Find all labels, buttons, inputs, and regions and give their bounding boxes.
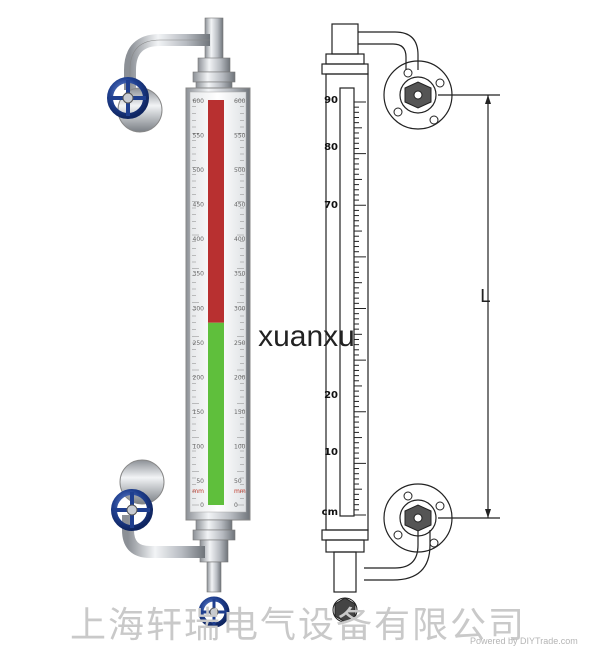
scale-label: 150 — [193, 409, 205, 416]
scale-label: 500 — [234, 167, 246, 174]
scale-label: 450 — [234, 202, 246, 209]
scale-label: 250 — [234, 340, 246, 347]
scale-label: 550 — [234, 133, 246, 140]
watermark-text: xuanxu — [258, 320, 355, 353]
scale-label: 50 — [234, 478, 242, 485]
scale-ticks — [192, 99, 244, 506]
scale-label: 150 — [234, 409, 246, 416]
green-column — [208, 322, 224, 505]
scale-label: 200 — [234, 374, 246, 381]
scale-label: 500 — [193, 167, 205, 174]
dimension-arrow-top — [485, 95, 491, 104]
bottom-flange-valve-icon — [393, 491, 445, 548]
left-scale-labels: 600 550 500 450 400 350 300 250 200 150 100 50 mm 0 — [192, 98, 204, 509]
drawing-scale-ticks — [354, 101, 366, 516]
scale-label: 250 — [193, 340, 205, 347]
drawing-scale-labels: 90 80 70 20 10 cm — [322, 95, 338, 518]
drawing-scale-label: cm — [322, 507, 338, 518]
dimension-arrow-bottom — [485, 509, 491, 518]
scale-label: mm — [192, 488, 204, 495]
scale-label: 450 — [193, 202, 205, 209]
scale-label: 350 — [234, 271, 246, 278]
scale-label: 0 — [200, 502, 204, 509]
scale-label: 300 — [234, 305, 246, 312]
bottom-valve-handwheel-icon — [111, 489, 153, 531]
top-valve-handwheel-icon — [107, 77, 149, 119]
drain-valve-handwheel-icon — [198, 596, 230, 628]
right-scale-labels: 600 550 500 450 400 350 300 250 200 150 100 50 mm 0 — [234, 98, 246, 509]
scale-label: 550 — [193, 133, 205, 140]
scale-label: 200 — [193, 374, 205, 381]
drawing-scale-label: 70 — [324, 200, 338, 211]
scale-label: 50 — [196, 478, 204, 485]
scale-label: 100 — [193, 443, 205, 450]
drain-valve-icon — [332, 597, 358, 623]
dimension-label: L — [480, 286, 490, 307]
drawing-scale-label: 80 — [324, 142, 338, 153]
scale-label: 400 — [193, 236, 205, 243]
credit-text: Powered by DIYTrade.com — [470, 636, 578, 646]
drawing-scale-label: 10 — [324, 447, 338, 458]
drawing-scale-label: 20 — [324, 390, 338, 401]
scale-label: 0 — [234, 502, 238, 509]
scale-label: 400 — [234, 236, 246, 243]
scale-label: 600 — [234, 98, 246, 105]
scale-label: 100 — [234, 443, 246, 450]
scale-label: 300 — [193, 305, 205, 312]
drawing-scale-label: 90 — [324, 95, 338, 106]
scale-label: 600 — [193, 98, 205, 105]
scale-label: mm — [234, 488, 246, 495]
red-column — [208, 100, 224, 323]
scale-label: 350 — [193, 271, 205, 278]
top-flange-valve-icon — [393, 68, 445, 125]
company-name: 上海轩瑞电气设备有限公司 — [70, 605, 527, 646]
